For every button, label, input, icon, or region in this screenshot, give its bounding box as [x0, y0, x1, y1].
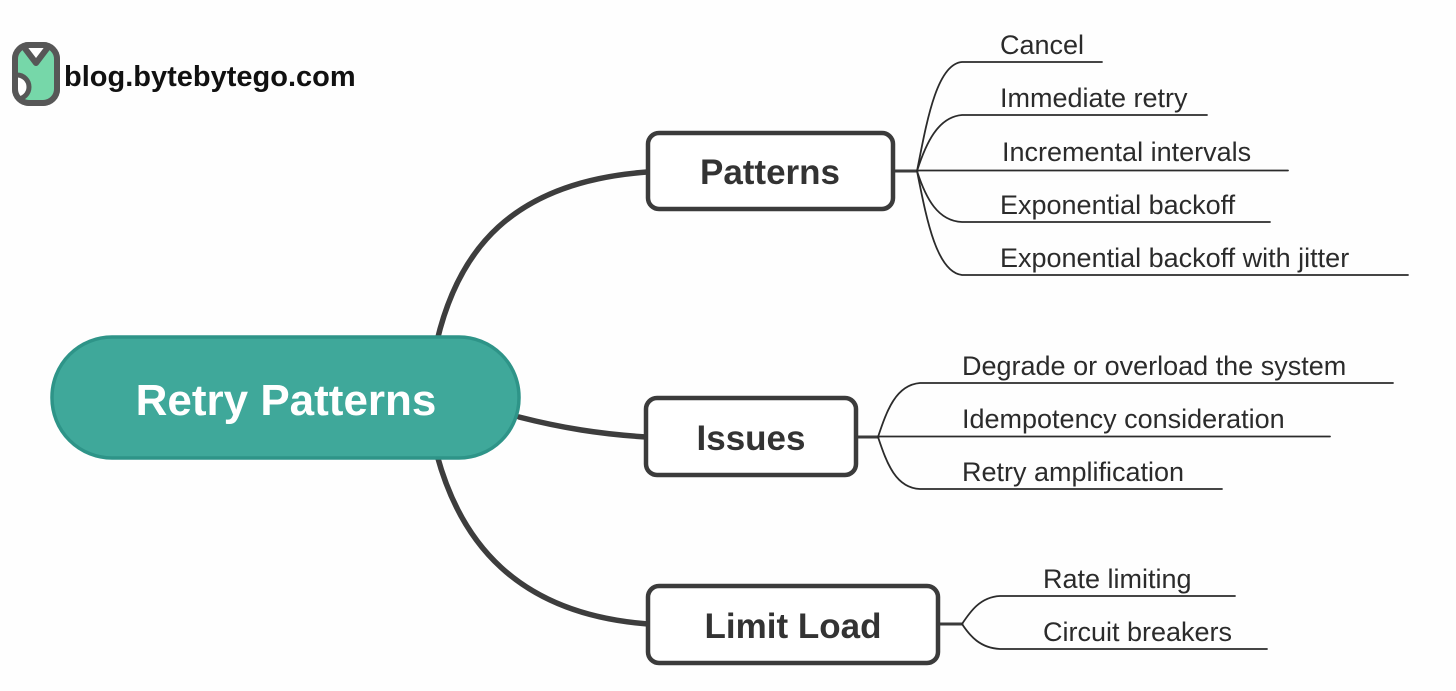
site-url-label: blog.bytebytego.com [64, 61, 356, 93]
leaf-connector-immediate-retry [916, 114, 1208, 172]
connector-root-limit-load [434, 452, 651, 627]
leaf-label-degrade-overload: Degrade or overload the system [962, 351, 1346, 381]
branch-node-issues: Issues [643, 395, 859, 478]
leaf-connector-degrade-overload [877, 382, 1394, 438]
connector-root-patterns [434, 169, 650, 344]
leaf-connector-exponential-backoff-jitter [916, 170, 1409, 276]
leaf-label-immediate-retry: Immediate retry [1000, 83, 1188, 113]
leaf-connector-circuit-breakers [961, 623, 1268, 650]
branch-label-patterns: Patterns [700, 153, 840, 192]
connector-root-issues [516, 414, 649, 440]
leaf-label-rate-limiting: Rate limiting [1043, 564, 1192, 594]
leaf-label-exponential-backoff-jitter: Exponential backoff with jitter [1000, 243, 1349, 273]
leaf-connector-rate-limiting [961, 595, 1236, 625]
leaf-label-retry-amplification: Retry amplification [962, 457, 1184, 487]
branch-node-patterns: Patterns [645, 130, 896, 212]
leaf-label-exponential-backoff: Exponential backoff [1000, 190, 1236, 220]
root-node: Retry Patterns [50, 335, 521, 460]
leaf-label-idempotency: Idempotency consideration [962, 404, 1285, 434]
branch-node-limit-load: Limit Load [645, 583, 941, 666]
leaf-connector-exponential-backoff [916, 170, 1271, 223]
leaf-connector-cancel [916, 61, 1103, 172]
root-node-label: Retry Patterns [136, 376, 437, 425]
leaf-label-circuit-breakers: Circuit breakers [1043, 617, 1232, 647]
leaf-label-incremental-intervals: Incremental intervals [1002, 137, 1251, 167]
branch-label-limit-load: Limit Load [705, 607, 882, 646]
bytebytego-logo-icon [12, 42, 60, 106]
leaf-label-cancel: Cancel [1000, 30, 1084, 60]
branch-label-issues: Issues [697, 419, 806, 458]
leaf-connector-retry-amplification [877, 436, 1223, 490]
